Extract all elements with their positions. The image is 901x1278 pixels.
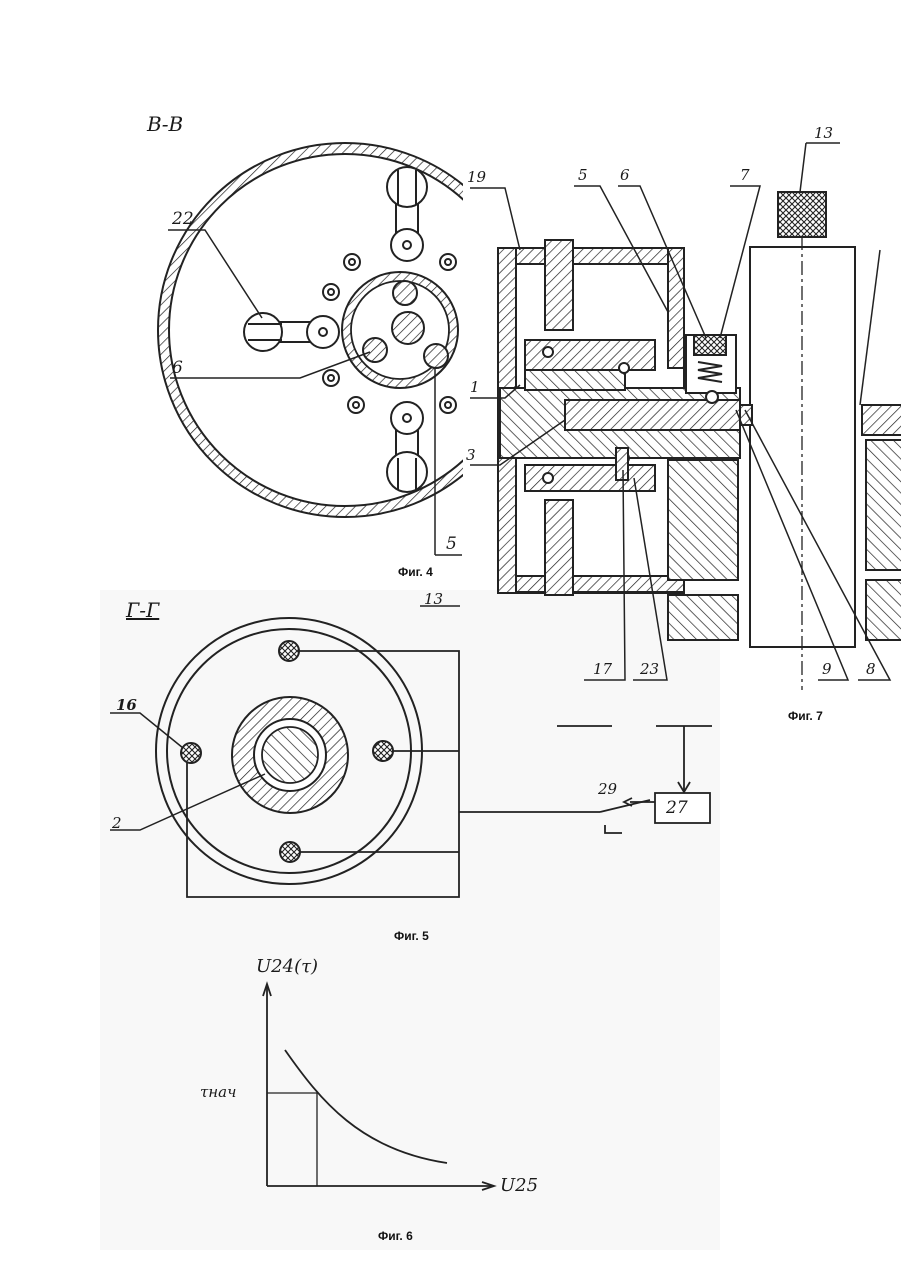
- clutch-housing: [498, 240, 740, 640]
- roller: [393, 281, 417, 305]
- callout-9: 9: [822, 660, 832, 678]
- callout-1: 1: [470, 378, 480, 396]
- section-label-g-g: Г-Г: [126, 598, 159, 622]
- callout-5: 5: [446, 534, 457, 554]
- central-shaft: [392, 312, 424, 344]
- callout-6-fig7: 6: [620, 166, 630, 184]
- block-27-label: 27: [666, 798, 688, 818]
- callout-7: 7: [740, 166, 750, 184]
- callout-13-fig7: 13: [814, 124, 833, 142]
- callout-22: 22: [172, 209, 194, 229]
- caption-fig-4: Фиг. 4: [398, 565, 433, 579]
- figure-4-cross-section: [158, 143, 532, 555]
- scan-background: [100, 590, 720, 1250]
- callout-29: 29: [598, 780, 617, 798]
- roller: [363, 338, 387, 362]
- roller: [424, 344, 448, 368]
- caption-fig-6: Фиг. 6: [378, 1229, 413, 1243]
- callout-3: 3: [466, 446, 476, 464]
- shaft-section: [262, 727, 318, 783]
- x-axis-label: U25: [500, 1175, 538, 1196]
- callout-6: 6: [172, 358, 183, 378]
- caption-fig-7: Фиг. 7: [788, 709, 823, 723]
- callout-16: 16: [116, 696, 137, 714]
- tick-label-tau-start: τнач: [200, 1083, 236, 1101]
- callout-19: 19: [467, 168, 486, 186]
- callout-13-fig5: 13: [424, 590, 443, 608]
- section-label-b-b: В-В: [147, 112, 183, 136]
- callout-23: 23: [640, 660, 659, 678]
- caption-fig-5: Фиг. 5: [394, 929, 429, 943]
- callout-5-fig7: 5: [578, 166, 588, 184]
- callout-17: 17: [593, 660, 612, 678]
- callout-8: 8: [866, 660, 876, 678]
- callout-2: 2: [112, 814, 122, 832]
- y-axis-label: U24(τ): [256, 956, 318, 977]
